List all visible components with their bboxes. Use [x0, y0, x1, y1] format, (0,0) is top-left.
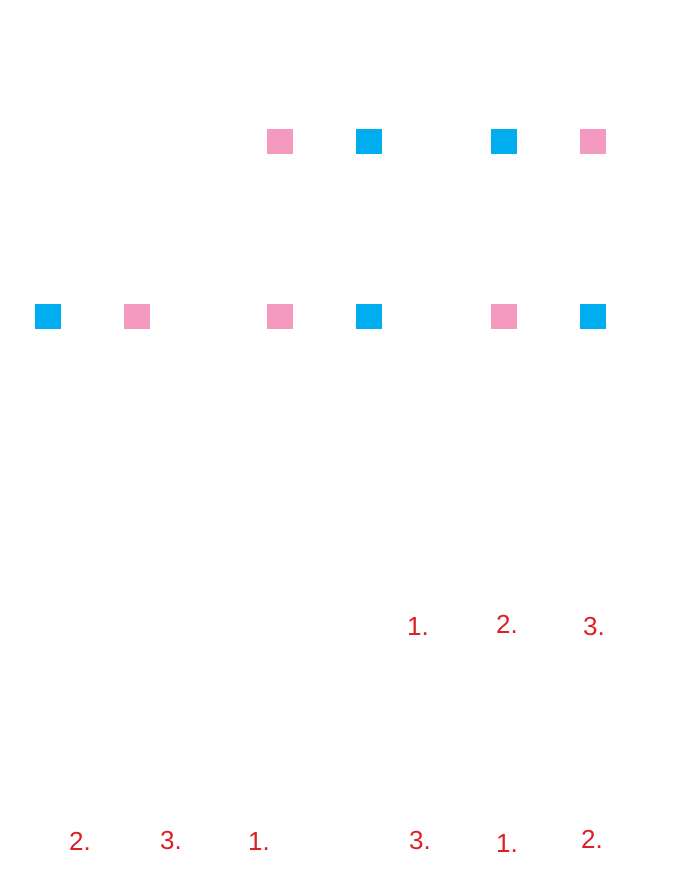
square-r2-6: [580, 304, 606, 329]
square-r2-1: [35, 304, 61, 329]
label-r2-5: 1.: [496, 828, 518, 858]
square-r2-3: [267, 304, 293, 329]
label-r2-1: 2.: [69, 826, 91, 856]
square-r2-4: [356, 304, 382, 329]
square-r2-5: [491, 304, 517, 329]
label-r1-3: 3.: [583, 611, 605, 641]
label-r1-2: 2.: [496, 609, 518, 639]
label-r2-2: 3.: [160, 825, 182, 855]
square-r2-2: [124, 304, 150, 329]
label-r2-3: 1.: [248, 826, 270, 856]
square-r1-1: [267, 129, 293, 154]
square-r1-2: [356, 129, 382, 154]
label-r2-6: 2.: [581, 824, 603, 854]
square-r1-3: [491, 129, 517, 154]
label-r2-4: 3.: [409, 825, 431, 855]
square-r1-4: [580, 129, 606, 154]
label-r1-1: 1.: [407, 611, 429, 641]
